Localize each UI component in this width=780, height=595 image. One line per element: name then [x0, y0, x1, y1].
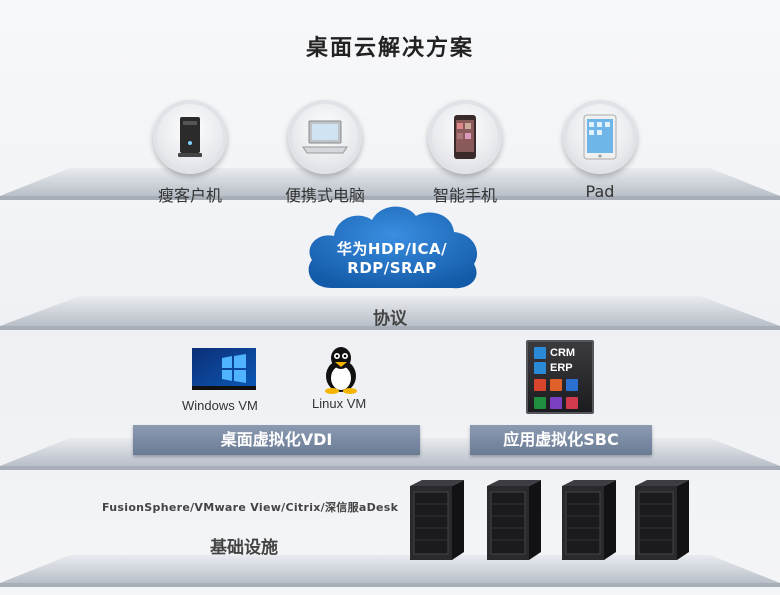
protocol-cloud-icon — [308, 206, 478, 289]
smartphone-icon — [428, 100, 502, 174]
infrastructure-platform — [0, 555, 780, 595]
device-platform — [0, 168, 780, 204]
tablet-icon — [563, 100, 637, 174]
server-rack-icon — [635, 480, 689, 560]
server-rack-icon — [562, 480, 616, 560]
linux-vm-label: Linux VM — [312, 396, 367, 411]
infrastructure-vendors: FusionSphere/VMware View/Citrix/深信服aDesk — [102, 501, 399, 514]
device-label: 便携式电脑 — [284, 186, 365, 205]
windows-logo-icon — [192, 348, 256, 390]
diagram-title: 桌面云解决方案 — [305, 35, 474, 60]
infrastructure-label: 基础设施 — [210, 538, 278, 558]
laptop-icon — [288, 100, 362, 174]
device-label: 智能手机 — [432, 186, 497, 205]
device-label: Pad — [585, 182, 615, 201]
protocol-cloud-text: 华为HDP/ICA/ RDP/SRAP — [302, 240, 482, 278]
erp-label: ERP — [550, 362, 573, 374]
device-thin-client: 瘦客户机 — [135, 100, 245, 206]
crm-label: CRM — [550, 347, 576, 359]
protocol-label: 协议 — [373, 309, 407, 329]
protocol-platform — [0, 296, 780, 334]
device-tablet: Pad — [545, 100, 655, 201]
thin-client-icon — [153, 100, 227, 174]
cloud-line-1: 华为HDP/ICA/ — [336, 240, 448, 258]
sbc-band: 应用虚拟化SBC — [470, 425, 652, 455]
device-laptop: 便携式电脑 — [270, 100, 380, 206]
windows-vm-label: Windows VM — [182, 398, 258, 413]
server-rack-icon — [487, 480, 541, 560]
cloud-line-2: RDP/SRAP — [347, 259, 437, 277]
linux-penguin-icon — [325, 347, 357, 394]
server-rack-icon — [410, 480, 464, 560]
device-label: 瘦客户机 — [157, 186, 222, 205]
vdi-band: 桌面虚拟化VDI — [133, 425, 420, 455]
device-smartphone: 智能手机 — [410, 100, 520, 206]
app-server-icon: CRM ERP — [526, 340, 594, 414]
